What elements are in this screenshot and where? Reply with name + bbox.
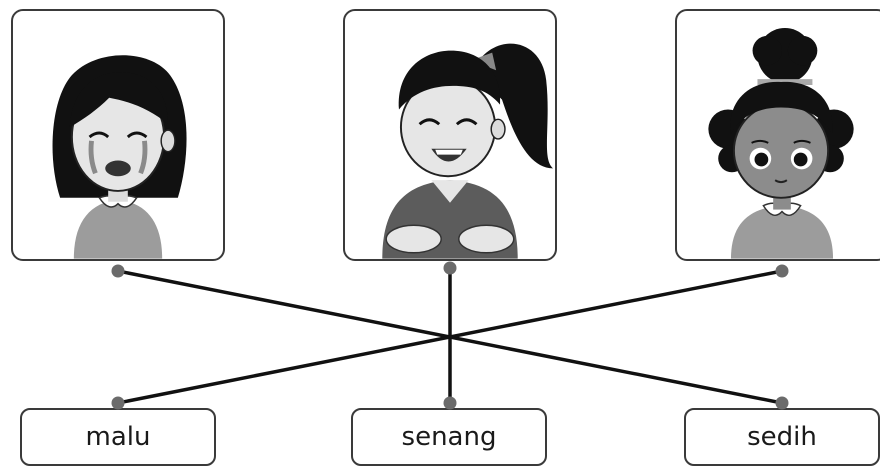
picture-card-crying[interactable] [11,9,225,261]
connector-dot-p2[interactable] [443,261,457,275]
picture-card-laughing[interactable] [343,9,557,261]
connector-dot-p3[interactable] [775,264,789,278]
word-box-sedih[interactable]: sedih [684,408,880,466]
word-box-malu[interactable]: malu [20,408,216,466]
crying-girl-icon [52,55,187,259]
laughing-girl-icon [382,43,554,259]
picture-card-shy[interactable] [675,9,880,261]
word-box-senang[interactable]: senang [351,408,547,466]
match-line-p3-w1 [117,269,783,405]
shy-girl-icon [708,28,854,259]
match-line-p1-w3 [117,269,783,405]
connector-dot-p1[interactable] [111,264,125,278]
